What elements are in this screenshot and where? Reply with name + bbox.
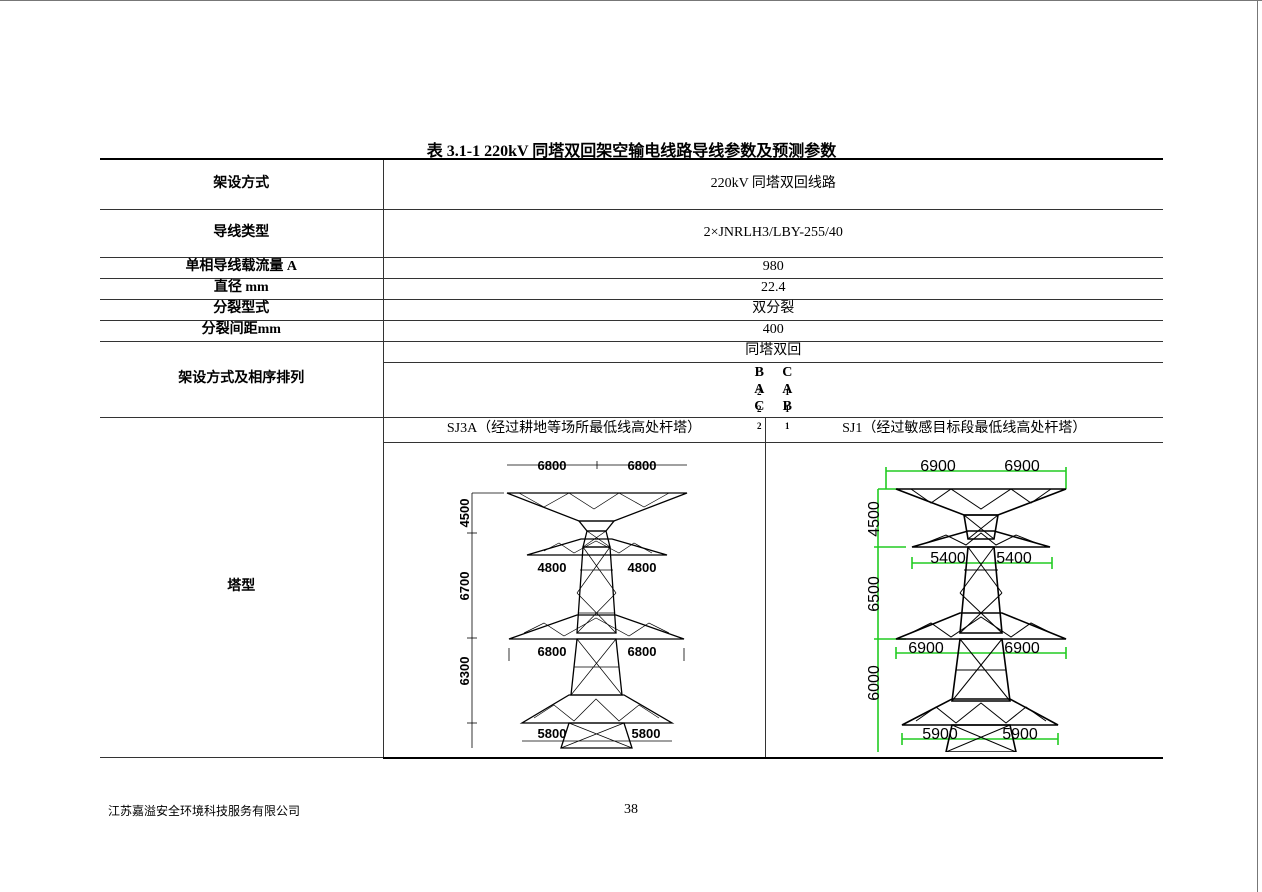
row-label-diameter: 直径 mm [100,277,384,300]
tower-drawing-right-cell: 6900 6900 5400 5400 6900 6900 5900 5900 … [764,441,1164,759]
dim-label: 5800 [632,726,661,741]
phase-sequence-cell: B2C1 A2A1 C2B1 [383,361,1164,431]
page-frame-right [1257,0,1258,892]
dim-label: 6900 [920,458,956,475]
dim-label: 6500 [866,576,883,612]
row-label-current: 单相导线载流量 A [100,256,384,279]
dim-label: 6000 [866,665,883,701]
dim-label: 5400 [996,550,1032,567]
tower-title-right: SJ1（经过敏感目标段最低线高处杆塔） [764,416,1164,443]
dim-label: 6800 [538,644,567,659]
row-label-method: 架设方式 [100,158,384,210]
phase-pair-3: C2B1 [754,399,792,431]
dim-label: 5900 [1002,726,1038,743]
dim-label: 6900 [908,640,944,657]
dim-label: 4800 [628,560,657,575]
row-value-diameter: 22.4 [382,277,1164,300]
row-label-tower: 塔型 [100,416,384,759]
table-caption: 表 3.1-1 220kV 同塔双回架空输电线路导线参数及预测参数 [426,143,837,160]
table-row: 分裂型式 双分裂 [100,298,1164,321]
dim-label: 6800 [628,458,657,473]
row-value-method: 220kV 同塔双回线路 [382,158,1164,210]
tower-drawing-left-cell: 6800 6800 4800 4800 6800 6800 5800 5800 … [383,441,766,759]
table-row: 6800 6800 4800 4800 6800 6800 5800 5800 … [100,441,1164,759]
phase-pair-1: B2C1 [754,365,793,397]
table-row: 导线类型 2×JNRLH3/LBY-255/40 [100,208,1164,258]
tower-title-left: SJ3A（经过耕地等场所最低线高处杆塔） [382,416,766,443]
table-row: 塔型 SJ3A（经过耕地等场所最低线高处杆塔） SJ1（经过敏感目标段最低线高处… [100,416,1164,759]
row-label-split-spacing: 分裂间距mm [100,319,384,342]
dim-label: 6300 [457,656,472,685]
row-label-conductor: 导线类型 [100,208,384,258]
page-frame-top [0,0,1262,1]
dim-label: 6900 [1004,458,1040,475]
phase-pair-2: A2A1 [754,382,793,414]
tower-sj3a-drawing: 6800 6800 4800 4800 6800 6800 5800 5800 … [457,458,688,749]
footer-company: 江苏嘉溢安全环境科技服务有限公司 [108,804,301,818]
dim-label: 4500 [457,498,472,527]
row-label-split-form: 分裂型式 [100,298,384,321]
table-row: 架设方式 220kV 同塔双回线路 [100,158,1164,210]
table-row: 架设方式及相序排列 同塔双回 [100,340,1164,418]
page-number: 38 [624,802,638,817]
dim-label: 6900 [1004,640,1040,657]
dim-label: 6800 [628,644,657,659]
row-value-current: 980 [382,256,1164,279]
dim-label: 6700 [457,571,472,600]
dim-label: 5400 [930,550,966,567]
dim-label: 4800 [538,560,567,575]
row-value-phase: 同塔双回 [382,340,1164,363]
tower-sj1-drawing: 6900 6900 5400 5400 6900 6900 5900 5900 … [866,458,1068,753]
row-label-phase: 架设方式及相序排列 [100,340,384,418]
row-value-split-form: 双分裂 [382,298,1164,321]
dim-label: 5900 [922,726,958,743]
table-row: 分裂间距mm 400 [100,319,1164,342]
table-row: 单相导线载流量 A 980 [100,256,1164,279]
table-row: B2C1 A2A1 C2B1 [100,361,1164,431]
dim-label: 5800 [538,726,567,741]
row-value-split-spacing: 400 [382,319,1164,342]
row-value-conductor: 2×JNRLH3/LBY-255/40 [382,208,1164,258]
conductor-parameter-table: 架设方式 220kV 同塔双回线路 导线类型 2×JNRLH3/LBY-255/… [100,158,1164,759]
table-row: 直径 mm 22.4 [100,277,1164,300]
dim-label: 6800 [538,458,567,473]
dim-label: 4500 [866,501,883,537]
